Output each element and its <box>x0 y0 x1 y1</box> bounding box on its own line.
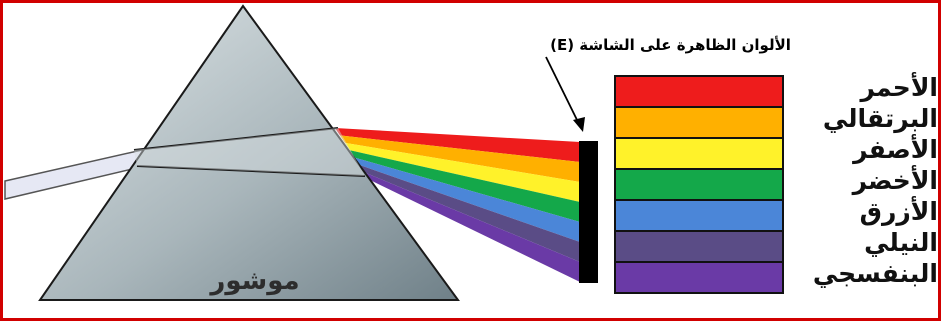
color-swatch-stack <box>614 75 784 294</box>
color-name-orange: البرتقالي <box>822 104 938 133</box>
swatch-green <box>616 168 782 199</box>
color-name-yellow: الأصفر <box>853 135 938 164</box>
prism <box>38 4 460 301</box>
color-name-indigo: النيلي <box>864 228 938 257</box>
ray-yellow <box>345 142 580 202</box>
swatch-blue <box>616 199 782 230</box>
refracted-beam-fill <box>134 128 365 176</box>
color-name-green: الأخضر <box>852 166 938 195</box>
screen-caption: الألوان الظاهرة على الشاشة (E) <box>550 36 791 54</box>
refracted-beam-bottom <box>136 165 366 177</box>
spectrum-rays <box>335 128 580 282</box>
color-name-violet: البنفسجي <box>812 259 938 288</box>
screen-e <box>579 141 598 283</box>
prism-label: موشور <box>210 266 300 296</box>
ray-orange <box>340 135 580 182</box>
color-name-red: الأحمر <box>860 73 938 102</box>
swatch-yellow <box>616 137 782 168</box>
ray-indigo <box>360 165 580 262</box>
color-name-blue: الأزرق <box>859 197 938 226</box>
ray-violet <box>365 172 580 282</box>
swatch-orange <box>616 106 782 137</box>
ray-red <box>335 128 580 162</box>
ray-green <box>350 150 580 222</box>
swatch-violet <box>616 261 782 292</box>
swatch-indigo <box>616 230 782 261</box>
screen-arrow <box>545 56 581 127</box>
ray-blue <box>355 157 580 242</box>
swatch-red <box>616 77 782 106</box>
color-name-list: الأحمر البرتقالي الأصفر الأخضر الأزرق ال… <box>790 72 938 289</box>
refracted-beam-top <box>133 127 339 151</box>
screen-arrow-head <box>573 117 585 132</box>
